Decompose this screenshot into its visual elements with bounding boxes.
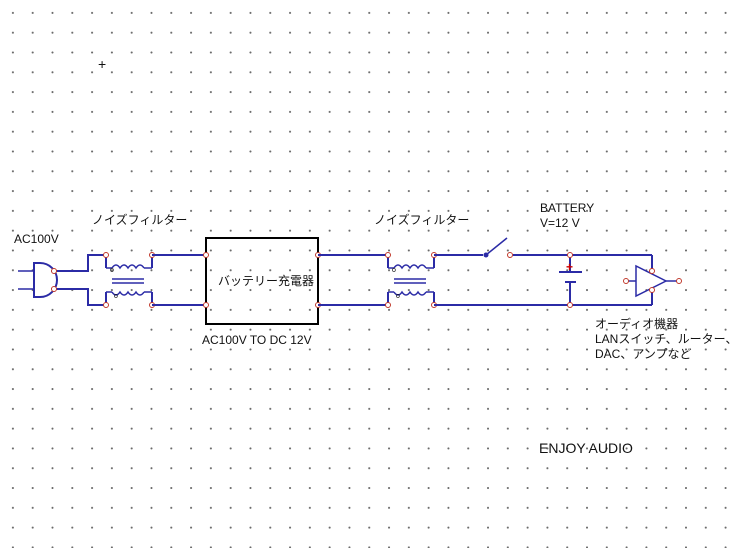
switch-symbol <box>434 237 652 258</box>
battery-voltage-label: V=12 V <box>540 216 580 230</box>
audio-label-line1: オーディオ機器 <box>595 317 679 331</box>
battery-title-label: BATTERY <box>540 201 595 215</box>
ac-plug-symbol <box>18 262 58 298</box>
charger-block <box>205 237 319 325</box>
wire-charger-filter2 <box>318 254 388 306</box>
battery-symbol: + <box>559 252 582 308</box>
wire-plug-filter1 <box>54 254 106 306</box>
svg-text:o: o <box>392 267 396 274</box>
noise-filter-2-label: ノイズフィルター <box>374 213 470 227</box>
audio-device-symbol <box>623 255 682 305</box>
noise-filter-1-symbol: o o <box>103 252 155 308</box>
wire-filter1-charger <box>152 254 206 306</box>
noise-filter-1-label: ノイズフィルター <box>92 213 188 227</box>
charger-block-label: バッテリー充電器 <box>218 274 315 288</box>
footer-enjoy-audio: ENJOY AUDIO <box>539 440 633 456</box>
audio-label-line3: DAC、アンプなど <box>595 347 692 361</box>
svg-text:o: o <box>110 267 114 274</box>
battery-plus-sign: + <box>566 260 573 274</box>
ac-input-label: AC100V <box>14 232 59 246</box>
noise-filter-2-symbol: o o <box>385 252 437 308</box>
cursor-crosshair-icon: + <box>98 56 107 72</box>
audio-label-line2: LANスイッチ、ルーター、 <box>595 332 738 346</box>
svg-text:o: o <box>114 293 118 300</box>
svg-text:o: o <box>396 293 400 300</box>
charger-spec-label: AC100V TO DC 12V <box>202 333 312 347</box>
